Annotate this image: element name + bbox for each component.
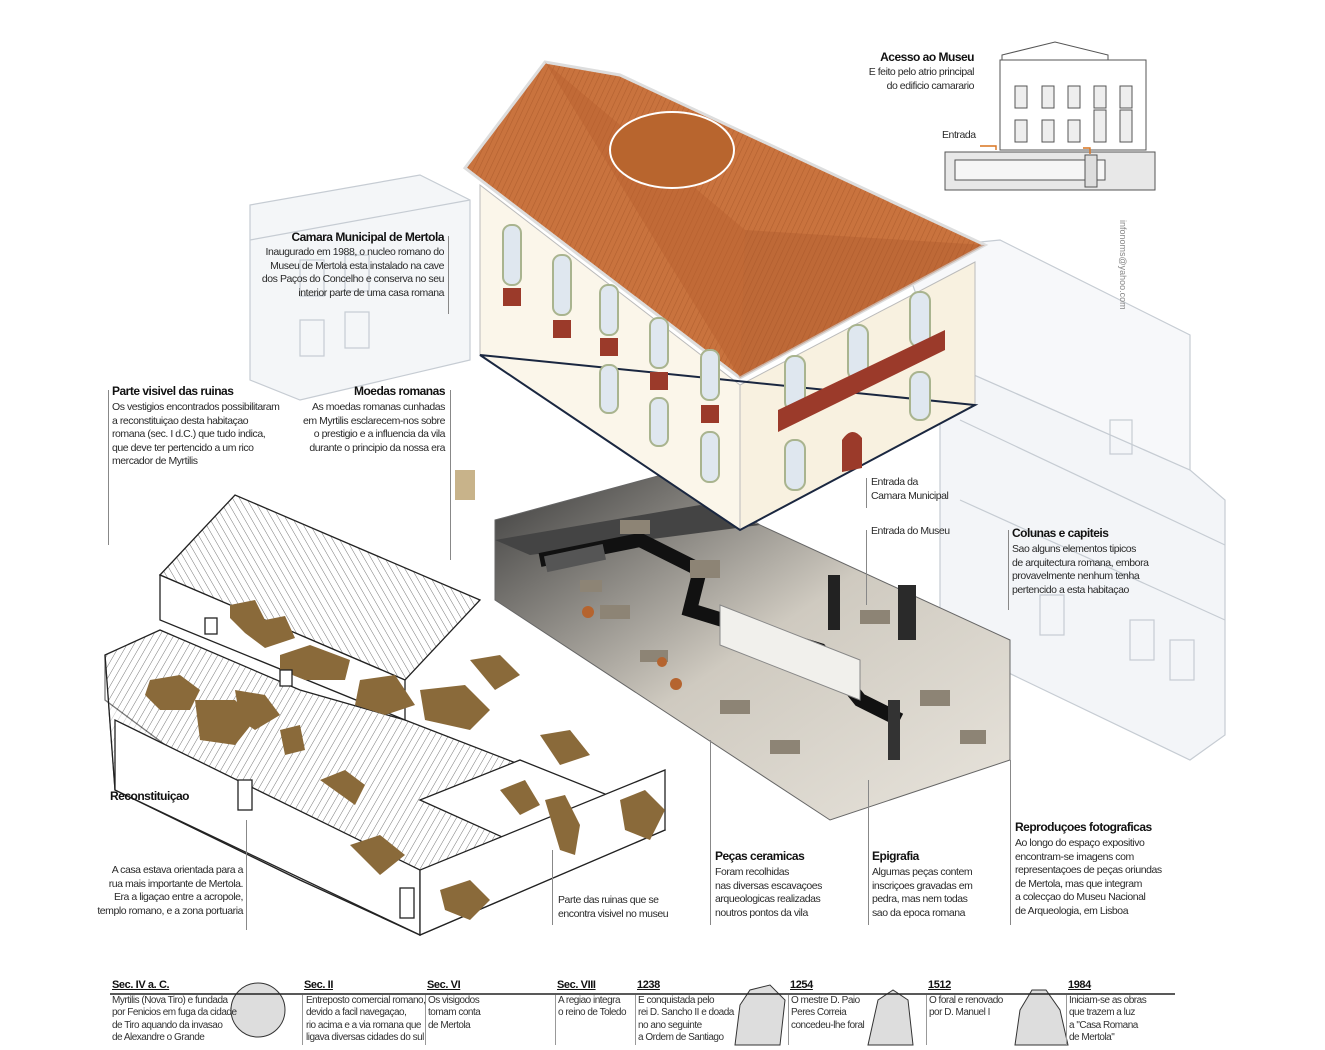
parte-visivel-body: Os vestigios encontrados possibilitaram … [112,401,280,467]
moedas-title: Moedas romanas [353,384,446,398]
timeline-divider [425,995,426,1045]
leader-line [1008,530,1009,610]
timeline-date: Sec. II [304,979,333,991]
acesso-body: E feito pelo atrio principal do edificio… [868,66,975,92]
timeline-text: Entreposto comercial romano, devido a fa… [306,995,426,1043]
epigrafia-body: Algumas peças contem inscriçoes gravadas… [872,866,973,919]
access-elevation-schematic [944,41,1156,191]
timeline-portraits [230,982,1069,1046]
coin-portrait-icon [230,982,286,1038]
timeline-divider [1066,995,1067,1045]
timeline-text: E conquistada pelo rei D. Sancho II e do… [638,995,734,1043]
timeline-text: Os visigodos tomam conta de Mertola [428,995,481,1031]
timeline-text: A regiao integra o reino de Toledo [558,995,627,1019]
timeline-divider [302,995,303,1045]
leader-line [868,780,869,925]
credit-text: infonoms@yahoo.com [1118,220,1128,310]
timeline-text: Iniciam-se as obras que trazem a luz a "… [1069,995,1147,1043]
reconstituicao-title: Reconstituiçao [110,789,190,803]
ceramicas-body: Foram recolhidas nas diversas escavaçoes… [715,866,822,919]
king-manuel-portrait-icon [1014,989,1069,1046]
timeline-text: Myrtilis (Nova Tiro) e fundada por Fenic… [112,995,237,1043]
entrada-museu-label: Entrada do Museu [871,525,950,537]
timeline-date: 1984 [1068,979,1091,991]
timeline-date: 1238 [637,979,660,991]
paio-peres-portrait-icon [867,989,914,1046]
leader-line [866,530,867,605]
entrada-label: Entrada [942,129,976,141]
timeline-divider [635,995,636,1045]
colunas-title: Colunas e capiteis [1012,526,1109,540]
moedas-body: As moedas romanas cunhadas em Myrtilis e… [303,401,445,454]
timeline-divider [555,995,556,1045]
timeline-date: Sec. IV a. C. [112,979,170,991]
ceramicas-title: Peças ceramicas [715,849,805,863]
parte-visivel-title: Parte visivel das ruinas [112,384,234,398]
reproducoes-title: Reproduçoes fotograficas [1015,820,1152,834]
king-sancho-portrait-icon [734,984,786,1046]
leader-line [448,236,449,314]
town-hall-building [462,60,989,532]
timeline-divider [926,995,927,1045]
leader-line [552,850,553,925]
timeline-date: Sec. VIII [557,979,596,991]
timeline-date: Sec. VI [427,979,461,991]
timeline-date: 1512 [928,979,951,991]
leader-line [866,478,867,508]
timeline-divider [788,995,789,1045]
parte-ruinas-label: Parte das ruinas que se encontra visivel… [558,894,669,920]
leader-line [108,390,109,545]
timeline-text: O mestre D. Paio Peres Correia concedeu-… [791,995,865,1031]
epigrafia-title: Epigrafia [872,849,919,863]
entrada-camara-label: Entrada da Camara Municipal [871,476,949,502]
leader-line [710,740,711,925]
leader-line [450,390,451,560]
colunas-body: Sao alguns elementos tipicos de arquitec… [1012,543,1149,596]
timeline-date: 1254 [790,979,813,991]
camara-title: Camara Municipal de Mertola [291,230,444,244]
timeline-text: O foral e renovado por D. Manuel I [929,995,1003,1019]
roman-house-reconstruction [104,494,667,937]
reconstituicao-body: A casa estava orientada para a rua mais … [97,864,243,917]
acesso-title: Acesso ao Museu [880,50,974,64]
leader-line [1010,760,1011,925]
camara-body: Inaugurado em 1988, o nucleo romano do M… [261,246,445,299]
leader-line [246,820,247,930]
museum-basement [455,469,1011,821]
reproducoes-body: Ao longo do espaço expositivo encontram-… [1015,837,1162,917]
